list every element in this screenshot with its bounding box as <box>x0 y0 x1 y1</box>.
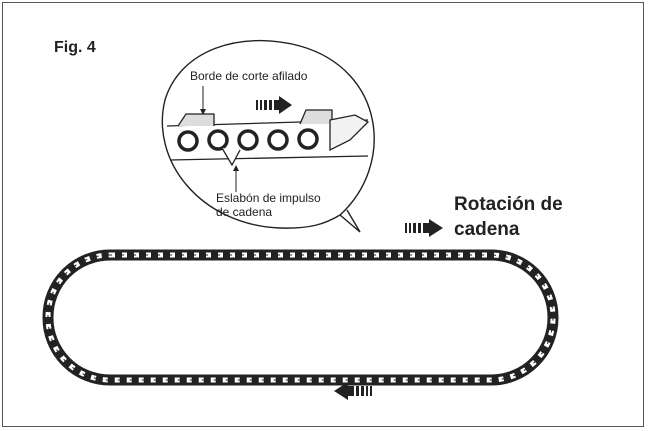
bottom-direction-arrow-icon <box>334 382 372 400</box>
figure-label: Fig. 4 <box>54 39 96 56</box>
callout-drive-link-label-line2: de cadena <box>216 205 272 219</box>
bubble-direction-arrow-icon <box>256 96 292 114</box>
magnified-chain-segment <box>166 109 370 167</box>
saw-chain-loop <box>42 249 559 386</box>
rotation-label-line1: Rotación de <box>454 194 563 215</box>
callout-drive-link-label-line1: Eslabón de impulso <box>216 191 321 205</box>
callout-sharp-edge-label: Borde de corte afilado <box>190 69 308 83</box>
figure-frame <box>2 2 644 427</box>
rotation-label-line2: cadena <box>454 219 520 240</box>
rotation-arrow-icon <box>405 219 443 237</box>
